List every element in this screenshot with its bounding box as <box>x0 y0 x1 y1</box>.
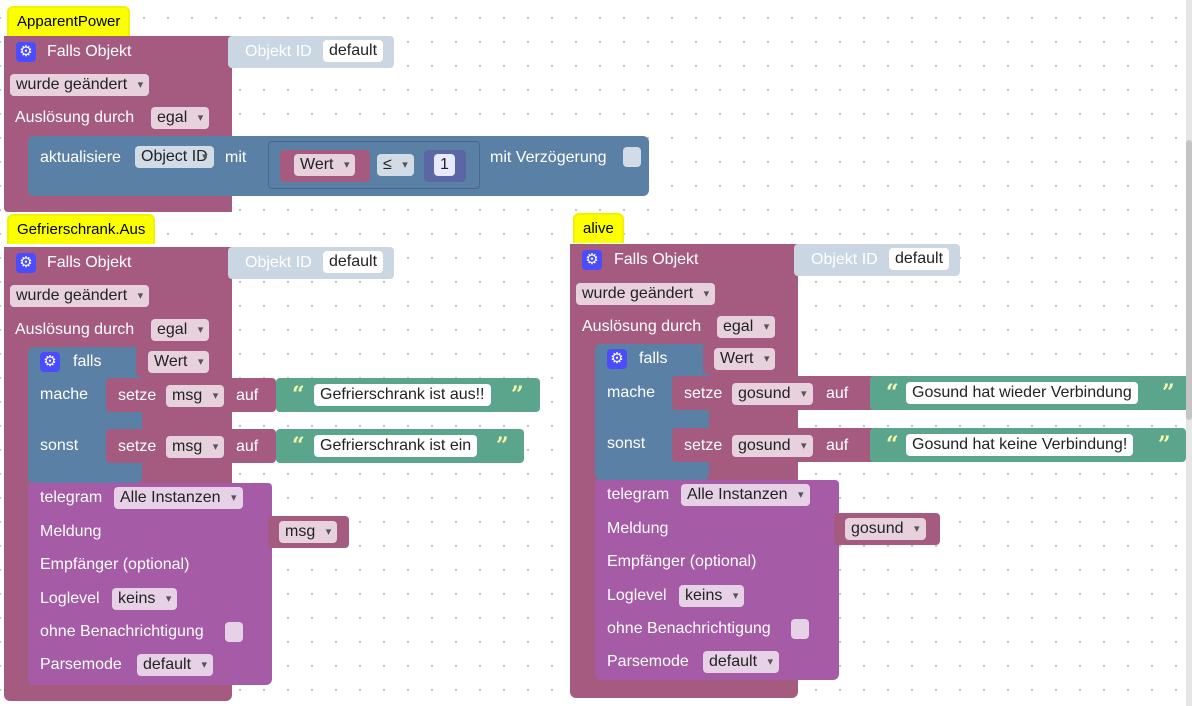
telegram-label: telegram <box>607 486 670 503</box>
update-label: aktualisiere <box>40 149 121 166</box>
object-id-label: Objekt ID <box>245 43 312 60</box>
update-target-field[interactable]: Object ID <box>135 146 214 168</box>
delay-label: mit Verzögerung <box>490 149 607 166</box>
set-label: setze <box>684 437 723 454</box>
auf-label: auf <box>236 438 259 455</box>
ausloesung-label: Auslösung durch <box>582 318 702 335</box>
object-id-value[interactable]: default <box>323 40 384 62</box>
trigger-dropdown[interactable]: wurde geändert <box>576 283 716 305</box>
auf-label: auf <box>826 385 849 402</box>
vertical-scrollbar-thumb[interactable] <box>1186 140 1192 420</box>
loglevel-label: Loglevel <box>40 590 100 607</box>
event-title: Falls Objekt <box>47 43 132 60</box>
do-label: mache <box>607 384 656 401</box>
quote-open-icon: “ <box>292 382 305 408</box>
object-id-value[interactable]: default <box>889 248 950 270</box>
object-id-value[interactable]: default <box>323 251 384 273</box>
set-label: setze <box>118 438 157 455</box>
empfaenger-label: Empfänger (optional) <box>40 556 190 573</box>
meldung-label: Meldung <box>607 520 669 537</box>
quote-close-icon: ” <box>1158 432 1171 458</box>
do-label: mache <box>40 386 89 403</box>
var-dropdown[interactable]: gosund <box>732 383 813 405</box>
text-value-then[interactable]: Gosund hat wieder Verbindung <box>906 382 1138 404</box>
number-field[interactable]: 1 <box>434 154 455 176</box>
object-id-label: Objekt ID <box>245 254 312 271</box>
comment-apparentpower[interactable]: ApparentPower <box>7 6 131 36</box>
else-label: sonst <box>607 435 646 452</box>
event-title: Falls Objekt <box>614 251 699 268</box>
gear-icon[interactable]: ⚙ <box>16 253 36 273</box>
telegram-instance-dropdown[interactable]: Alle Instanzen <box>114 487 243 509</box>
var-dropdown[interactable]: gosund <box>732 435 813 457</box>
text-value-then[interactable]: Gefrierschrank ist aus!! <box>314 384 491 406</box>
ausloesung-label: Auslösung durch <box>15 321 135 338</box>
silent-label: ohne Benachrichtigung <box>607 620 771 637</box>
ausloesung-dropdown[interactable]: egal <box>151 107 210 129</box>
gear-icon[interactable]: ⚙ <box>607 349 627 369</box>
silent-label: ohne Benachrichtigung <box>40 623 204 640</box>
telegram-label: telegram <box>40 489 103 506</box>
gear-icon[interactable]: ⚙ <box>582 250 602 270</box>
var-dropdown[interactable]: msg <box>166 385 225 407</box>
comment-gefrierschrank[interactable]: Gefrierschrank.Aus <box>7 214 156 244</box>
quote-open-icon: “ <box>886 380 899 406</box>
meldung-var-dropdown[interactable]: gosund <box>845 518 926 540</box>
trigger-dropdown[interactable]: wurde geändert <box>10 74 150 96</box>
quote-close-icon: ” <box>496 433 509 459</box>
ausloesung-dropdown[interactable]: egal <box>717 316 776 338</box>
wert-dropdown[interactable]: Wert <box>148 351 210 373</box>
loglevel-label: Loglevel <box>607 587 667 604</box>
ausloesung-dropdown[interactable]: egal <box>151 319 210 341</box>
quote-close-icon: ” <box>1162 380 1175 406</box>
silent-checkbox[interactable] <box>225 622 243 642</box>
gear-icon[interactable]: ⚙ <box>40 352 60 372</box>
quote-open-icon: “ <box>292 433 305 459</box>
quote-open-icon: “ <box>886 432 899 458</box>
telegram-block[interactable] <box>28 483 272 685</box>
delay-checkbox[interactable] <box>623 147 641 167</box>
text-value-else[interactable]: Gosund hat keine Verbindung! <box>906 434 1134 456</box>
comment-alive[interactable]: alive <box>573 213 624 243</box>
telegram-block[interactable] <box>595 480 839 680</box>
loglevel-dropdown[interactable]: keins <box>112 588 178 610</box>
var-dropdown[interactable]: msg <box>166 436 225 458</box>
else-label: sonst <box>40 437 79 454</box>
object-id-label: Objekt ID <box>811 251 878 268</box>
meldung-var-dropdown[interactable]: msg <box>279 521 338 543</box>
mit-label: mit <box>225 149 247 166</box>
silent-checkbox[interactable] <box>791 619 809 639</box>
set-label: setze <box>684 385 723 402</box>
loglevel-dropdown[interactable]: keins <box>679 585 745 607</box>
text-value-else[interactable]: Gefrierschrank ist ein <box>314 435 478 457</box>
auf-label: auf <box>826 437 849 454</box>
quote-close-icon: ” <box>511 382 524 408</box>
ausloesung-label: Auslösung durch <box>15 109 135 126</box>
if-label: falls <box>73 353 102 370</box>
event-title: Falls Objekt <box>47 254 132 271</box>
meldung-label: Meldung <box>40 523 102 540</box>
parsemode-dropdown[interactable]: default <box>137 654 214 676</box>
telegram-instance-dropdown[interactable]: Alle Instanzen <box>681 484 810 506</box>
parsemode-label: Parsemode <box>40 656 122 673</box>
auf-label: auf <box>236 387 259 404</box>
operator-dropdown[interactable]: ≤ <box>377 154 414 176</box>
parsemode-dropdown[interactable]: default <box>703 651 780 673</box>
trigger-dropdown[interactable]: wurde geändert <box>10 285 150 307</box>
wert-dropdown[interactable]: Wert <box>294 154 356 176</box>
empfaenger-label: Empfänger (optional) <box>607 553 757 570</box>
event-block-bottom <box>4 196 232 212</box>
gear-icon[interactable]: ⚙ <box>16 42 36 62</box>
if-label: falls <box>639 350 668 367</box>
set-label: setze <box>118 387 157 404</box>
parsemode-label: Parsemode <box>607 653 689 670</box>
wert-dropdown[interactable]: Wert <box>714 348 776 370</box>
